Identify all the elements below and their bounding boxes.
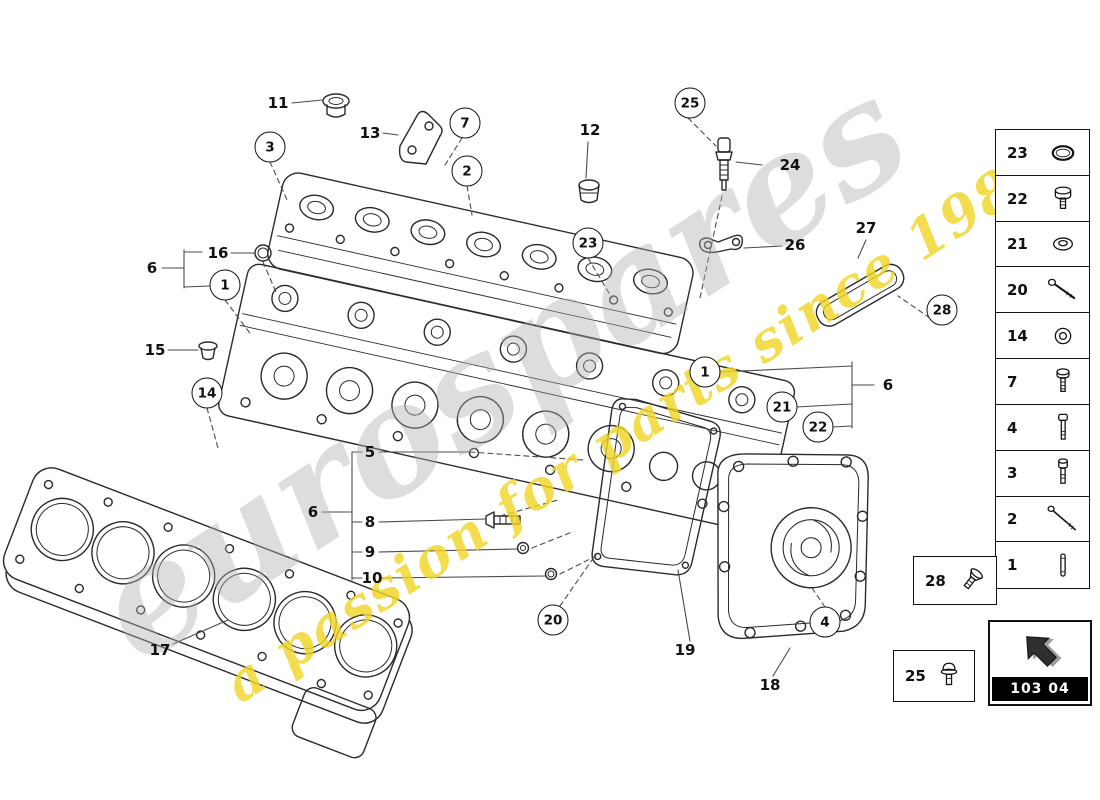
callout-label-10[interactable]: 10 bbox=[361, 569, 383, 587]
legend-column: 23 22 21 20 bbox=[995, 129, 1090, 589]
long-screw-icon bbox=[1047, 278, 1076, 300]
callout-label-11[interactable]: 11 bbox=[267, 94, 289, 112]
callout-circle-21[interactable]: 21 bbox=[766, 391, 798, 423]
hex-bolt-icon bbox=[1054, 186, 1072, 209]
callout-circle-1[interactable]: 1 bbox=[689, 356, 721, 388]
legend-number: 20 bbox=[1007, 281, 1028, 300]
callout-label-9[interactable]: 9 bbox=[364, 543, 376, 561]
cover-strip-part-27 bbox=[815, 263, 905, 327]
legend-number: 28 bbox=[925, 571, 946, 590]
callout-circle-20[interactable]: 20 bbox=[537, 604, 569, 636]
callout-label-24[interactable]: 24 bbox=[779, 156, 801, 174]
callout-circle-22[interactable]: 22 bbox=[802, 411, 834, 443]
diagram-code-box[interactable]: 103 04 bbox=[988, 620, 1092, 706]
callout-label-13[interactable]: 13 bbox=[359, 124, 381, 142]
callout-label-26[interactable]: 26 bbox=[784, 236, 806, 254]
callout-label-6[interactable]: 6 bbox=[882, 376, 894, 394]
dome-plug-icon bbox=[940, 662, 958, 686]
legend-item-2[interactable]: 2 bbox=[995, 495, 1090, 543]
callout-circle-25[interactable]: 25 bbox=[674, 87, 706, 119]
legend-number: 7 bbox=[1007, 372, 1018, 391]
legend-number: 14 bbox=[1007, 327, 1028, 345]
callout-label-16[interactable]: 16 bbox=[207, 244, 229, 262]
leader-lines-dashed bbox=[206, 117, 931, 608]
flat-washer-icon bbox=[1054, 327, 1072, 345]
socket-screw-icon bbox=[1058, 458, 1068, 485]
callout-label-8[interactable]: 8 bbox=[364, 513, 376, 531]
stud-icon bbox=[1060, 553, 1066, 577]
callout-circle-1[interactable]: 1 bbox=[209, 269, 241, 301]
plug-part-15 bbox=[198, 341, 218, 361]
bolt-part-8 bbox=[485, 511, 521, 529]
callout-circle-3[interactable]: 3 bbox=[254, 131, 286, 163]
legend-number: 4 bbox=[1007, 418, 1018, 437]
callout-label-12[interactable]: 12 bbox=[579, 121, 601, 139]
back-arrow-icon bbox=[1026, 636, 1062, 667]
callout-label-6[interactable]: 6 bbox=[146, 259, 158, 277]
timing-cover-gasket-part bbox=[591, 398, 721, 576]
legend-number: 21 bbox=[1007, 235, 1028, 254]
callout-circle-2[interactable]: 2 bbox=[451, 155, 483, 187]
callout-circle-23[interactable]: 23 bbox=[572, 227, 604, 259]
legend-item-25[interactable]: 25 bbox=[893, 650, 975, 702]
legend-number: 23 bbox=[1007, 143, 1028, 162]
long-thin-screw-icon bbox=[1047, 505, 1077, 531]
washer-part-9 bbox=[516, 541, 530, 555]
o-ring-icon bbox=[1051, 144, 1075, 161]
callout-label-17[interactable]: 17 bbox=[149, 641, 171, 659]
rivet-icon bbox=[963, 567, 984, 589]
cap-part-11 bbox=[322, 93, 350, 118]
seal-ring-part-16 bbox=[254, 244, 272, 262]
callout-label-15[interactable]: 15 bbox=[144, 341, 166, 359]
callout-circle-28[interactable]: 28 bbox=[926, 294, 958, 326]
plug-part-12 bbox=[578, 179, 600, 204]
timing-cover-part bbox=[717, 453, 869, 640]
legend-item-4[interactable]: 4 bbox=[995, 403, 1090, 452]
legend-number: 2 bbox=[1007, 510, 1018, 529]
legend-item-14[interactable]: 14 bbox=[995, 312, 1090, 360]
washer-icon bbox=[1053, 237, 1073, 251]
diagram-code: 103 04 bbox=[992, 677, 1088, 701]
legend-item-20[interactable]: 20 bbox=[995, 266, 1090, 314]
legend-item-3[interactable]: 3 bbox=[995, 449, 1090, 498]
callout-label-18[interactable]: 18 bbox=[759, 676, 781, 694]
legend-item-1[interactable]: 1 bbox=[995, 541, 1090, 589]
callout-circle-14[interactable]: 14 bbox=[191, 377, 223, 409]
socket-screw-icon bbox=[1058, 413, 1068, 440]
callout-label-6[interactable]: 6 bbox=[307, 503, 319, 521]
legend-item-22[interactable]: 22 bbox=[995, 174, 1090, 223]
valve-part-24 bbox=[715, 137, 733, 191]
callout-label-19[interactable]: 19 bbox=[674, 641, 696, 659]
callout-label-27[interactable]: 27 bbox=[855, 219, 877, 237]
legend-item-23[interactable]: 23 bbox=[995, 129, 1090, 177]
legend-number: 3 bbox=[1007, 464, 1018, 483]
legend-number: 1 bbox=[1007, 556, 1018, 575]
legend-item-28[interactable]: 28 bbox=[913, 556, 997, 605]
bracket-part-13 bbox=[398, 110, 443, 165]
leader-lines-solid bbox=[161, 99, 875, 677]
dowel-part-10 bbox=[544, 567, 558, 581]
callout-circle-4[interactable]: 4 bbox=[809, 606, 841, 638]
legend-number: 25 bbox=[905, 667, 926, 685]
legend-number: 22 bbox=[1007, 189, 1028, 208]
callout-label-5[interactable]: 5 bbox=[364, 443, 376, 461]
flange-screw-icon bbox=[1056, 368, 1070, 392]
legend-item-7[interactable]: 7 bbox=[995, 358, 1090, 406]
callout-circle-7[interactable]: 7 bbox=[449, 107, 481, 139]
legend-item-21[interactable]: 21 bbox=[995, 220, 1090, 269]
